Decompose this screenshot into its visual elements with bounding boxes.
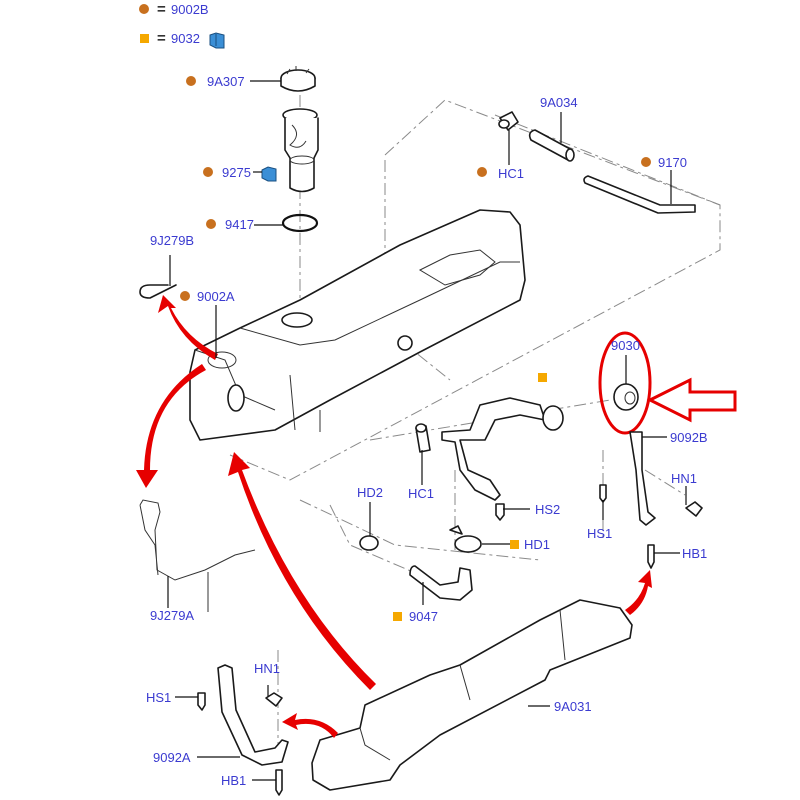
legend: = 9002B = 9032 [139, 1, 225, 49]
part-bolt-hs1-left[interactable] [197, 692, 206, 711]
part-quick-connect-hc1-top[interactable] [498, 111, 519, 131]
circle-marker-icon [641, 157, 651, 167]
part-fuel-tank[interactable] [189, 209, 526, 441]
label-9A034[interactable]: 9A034 [540, 95, 578, 110]
label-HC1-mid[interactable]: HC1 [408, 486, 434, 501]
part-bolt-hs2[interactable] [495, 503, 505, 521]
part-filler-pipe[interactable] [441, 397, 564, 501]
square-marker-icon [393, 612, 402, 621]
leader-lines [167, 80, 687, 781]
square-marker-icon [538, 373, 547, 382]
legend-part-9002B[interactable]: 9002B [171, 2, 209, 17]
label-HS2[interactable]: HS2 [535, 502, 560, 517]
part-nut-hn1-left[interactable] [265, 692, 283, 707]
label-9092A[interactable]: 9092A [153, 750, 191, 765]
part-quick-connect-hc1-mid[interactable] [415, 423, 431, 453]
part-hose-9047[interactable] [409, 565, 473, 601]
label-HC1-top[interactable]: HC1 [498, 166, 524, 181]
connector-icon [209, 32, 225, 49]
label-HS1-right[interactable]: HS1 [587, 526, 612, 541]
circle-marker-icon [477, 167, 487, 177]
part-heat-shield[interactable] [311, 599, 633, 791]
label-9J279B[interactable]: 9J279B [150, 233, 194, 248]
connector-icon [261, 166, 277, 182]
part-nut-hn1-right[interactable] [685, 501, 703, 517]
label-9275[interactable]: 9275 [222, 165, 251, 180]
label-HD2[interactable]: HD2 [357, 485, 383, 500]
circle-marker-icon [139, 4, 149, 14]
circle-marker-icon [186, 76, 196, 86]
legend-equals: = [157, 30, 166, 47]
label-HN1-right[interactable]: HN1 [671, 471, 697, 486]
red-arrow-icon [282, 713, 338, 738]
part-hose-clamp-hd1[interactable] [449, 525, 482, 553]
part-markers [180, 76, 651, 621]
legend-part-9032[interactable]: 9032 [171, 31, 200, 46]
label-9170[interactable]: 9170 [658, 155, 687, 170]
part-wiring-harness[interactable] [139, 499, 256, 612]
label-9417[interactable]: 9417 [225, 217, 254, 232]
highlight-circle [598, 331, 652, 435]
label-HB1-left[interactable]: HB1 [221, 773, 246, 788]
label-HB1-right[interactable]: HB1 [682, 546, 707, 561]
red-arrow-icon [158, 295, 218, 360]
red-arrow-icon [136, 364, 206, 488]
red-direction-arrows [136, 295, 652, 738]
red-arrow-icon [625, 570, 652, 615]
part-o-ring[interactable] [281, 213, 319, 233]
label-9A031[interactable]: 9A031 [554, 699, 592, 714]
part-clip-9J279B[interactable] [139, 284, 177, 299]
part-grommet-9030[interactable] [613, 383, 639, 411]
part-bolt-hb1-left[interactable] [275, 769, 283, 796]
label-HS1-left[interactable]: HS1 [146, 690, 171, 705]
circle-marker-icon [180, 291, 190, 301]
square-marker-icon [140, 34, 149, 43]
label-9092B[interactable]: 9092B [670, 430, 708, 445]
part-hose-clamp-hd2[interactable] [359, 535, 379, 551]
part-strap-9092B[interactable] [629, 431, 656, 526]
circle-marker-icon [206, 219, 216, 229]
part-hose-9170[interactable] [583, 175, 696, 214]
circle-marker-icon [203, 167, 213, 177]
part-bolt-hb1-right[interactable] [647, 544, 655, 569]
legend-equals: = [157, 1, 166, 18]
highlight-arrow-icon [646, 377, 737, 423]
label-9030[interactable]: 9030 [611, 338, 640, 353]
label-9A307[interactable]: 9A307 [207, 74, 245, 89]
square-marker-icon [510, 540, 519, 549]
label-9J279A[interactable]: 9J279A [150, 608, 194, 623]
label-9002A[interactable]: 9002A [197, 289, 235, 304]
part-fuel-pump-sender[interactable] [261, 108, 319, 193]
part-labels: 9A307 9275 9417 9J279B 9002A 9A034 HC1 9… [146, 74, 708, 788]
label-9047[interactable]: 9047 [409, 609, 438, 624]
part-bolt-hs1-right[interactable] [599, 484, 607, 503]
label-HN1-left[interactable]: HN1 [254, 661, 280, 676]
part-hose-9A034[interactable] [528, 129, 575, 162]
part-filler-cap[interactable] [280, 66, 316, 92]
part-strap-9092A[interactable] [217, 664, 289, 766]
red-arrow-icon [228, 452, 376, 690]
label-HD1[interactable]: HD1 [524, 537, 550, 552]
